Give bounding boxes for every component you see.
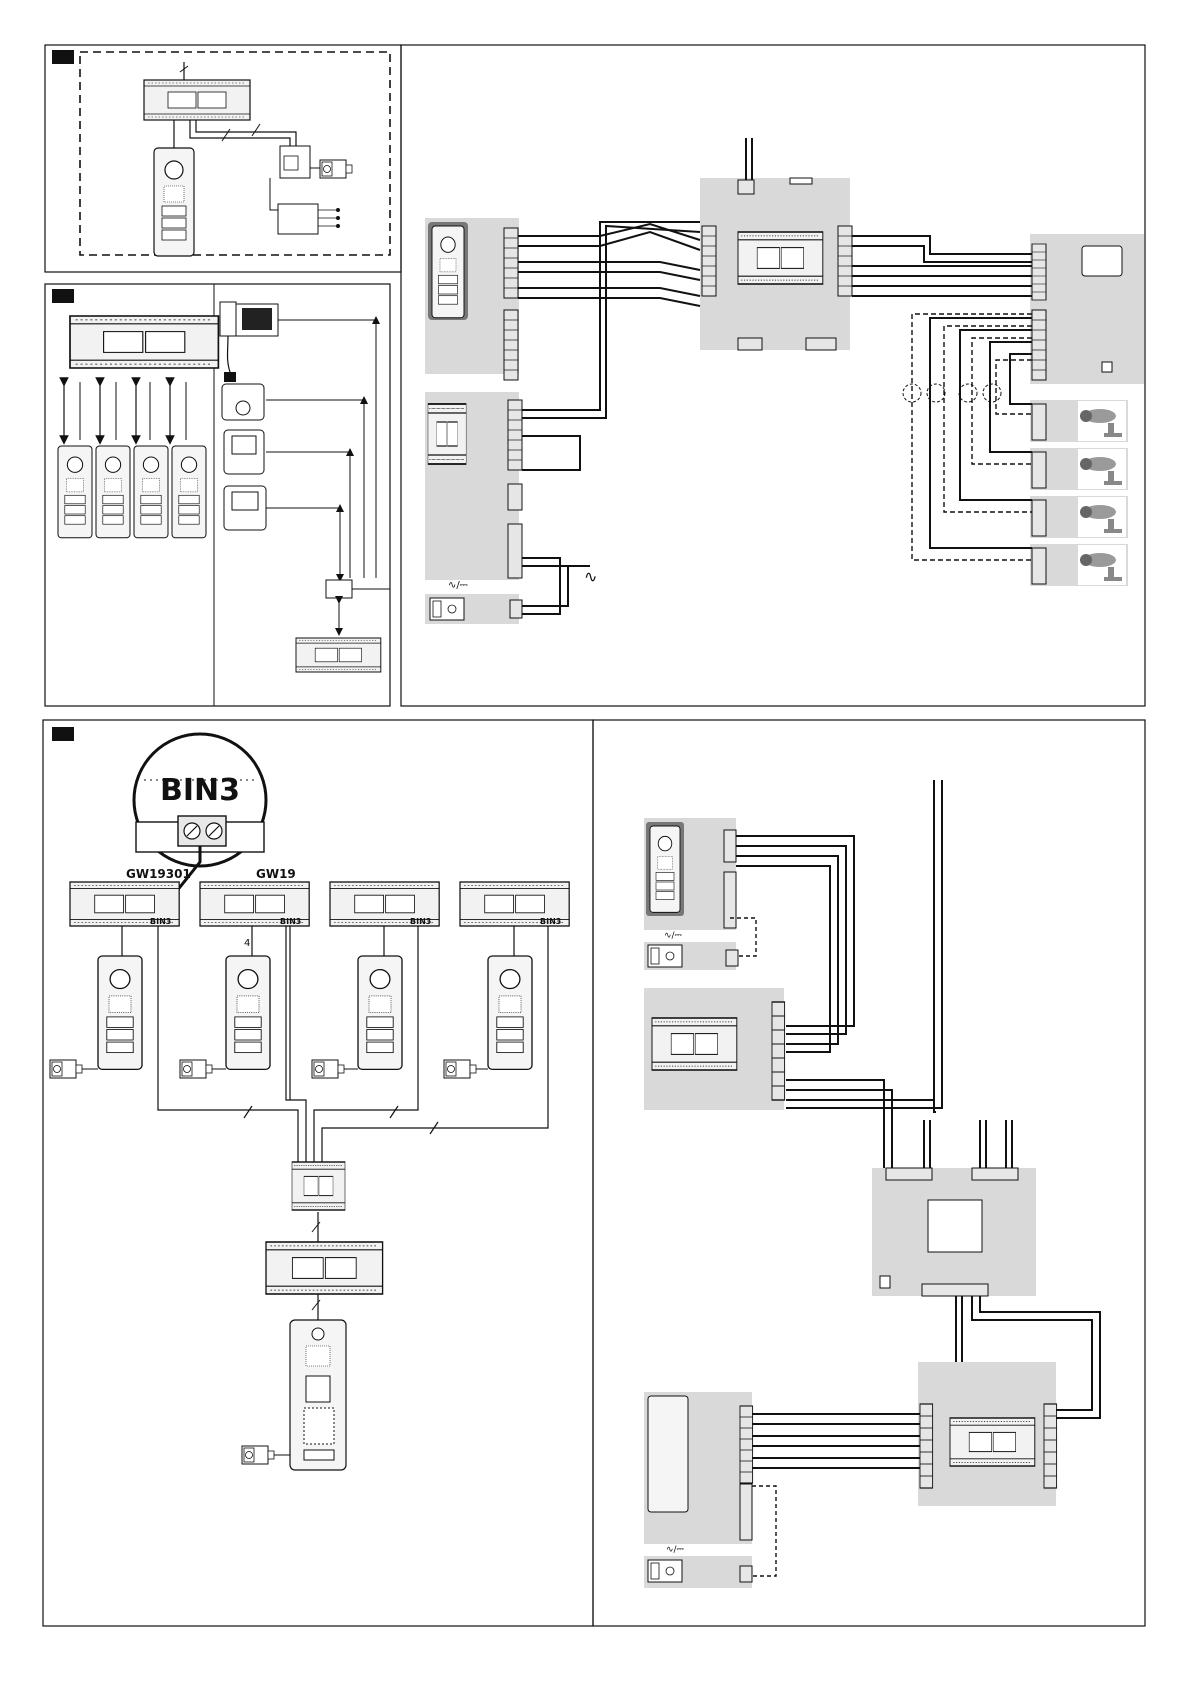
svg-text:BIN3: BIN3 xyxy=(540,917,561,926)
svg-text:BIN3: BIN3 xyxy=(280,917,301,926)
panel-2-diagram xyxy=(58,302,390,672)
svg-text:∿/⎓: ∿/⎓ xyxy=(448,580,468,591)
svg-text:GW19301: GW19301 xyxy=(126,867,191,881)
svg-text:GW19: GW19 xyxy=(256,867,296,881)
panel-marker-1 xyxy=(52,50,74,64)
svg-text:∿/⎓: ∿/⎓ xyxy=(664,931,682,941)
panel-frame-top-left xyxy=(45,45,401,272)
panel-5-diagram: ∿/⎓ ∿/⎓ xyxy=(644,780,1100,1588)
panel-4-diagram: ∿/⎓ xyxy=(425,138,1144,624)
panel-marker-3 xyxy=(52,727,74,741)
bin3-zoom-label: BIN3 xyxy=(160,773,240,808)
svg-text:∿: ∿ xyxy=(584,567,597,586)
svg-text:BIN3: BIN3 xyxy=(150,917,171,926)
svg-text:∿/⎓: ∿/⎓ xyxy=(666,1545,684,1555)
panel-1-diagram xyxy=(80,52,390,256)
svg-text:BIN3: BIN3 xyxy=(410,917,431,926)
panel-3-diagram: BIN3 GW19301 GW19 BIN3 BIN3 BIN3 BIN3 4 xyxy=(50,734,569,1470)
svg-text:4: 4 xyxy=(244,938,250,949)
panel-marker-2 xyxy=(52,289,74,303)
